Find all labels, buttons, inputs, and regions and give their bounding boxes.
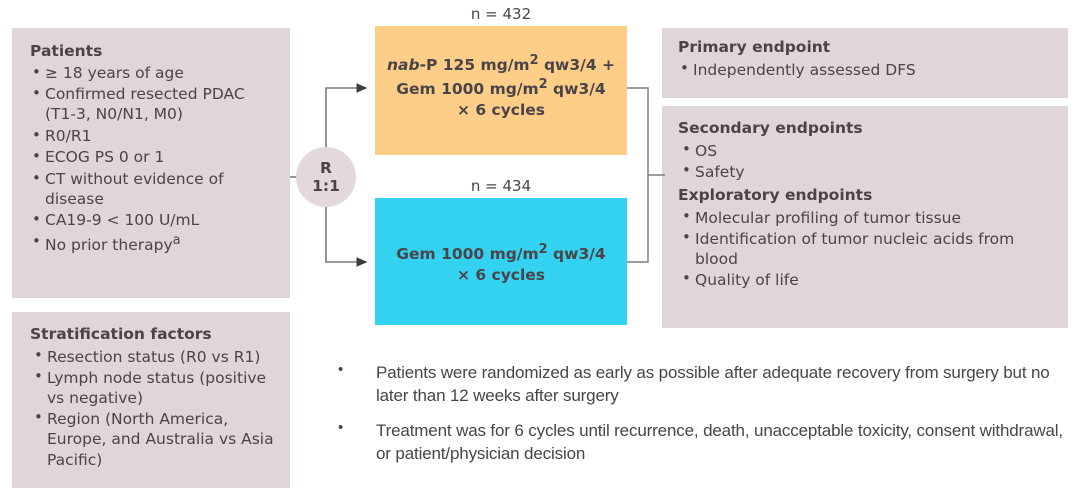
arm-bottom-line1: Gem 1000 mg/m [396, 245, 539, 264]
arrow-to-arm-top [325, 83, 368, 149]
study-notes: Patients were randomized as early as pos… [330, 360, 1070, 478]
arm-bottom-line1-sup: 2 [538, 242, 548, 258]
exploratory-endpoint-list: Molecular profiling of tumor tissue Iden… [678, 207, 1056, 291]
footnote-marker: a [172, 232, 181, 248]
primary-endpoint-list: Independently assessed DFS [678, 59, 1056, 80]
treatment-arm-top: nab-P 125 mg/m2 qw3/4 + Gem 1000 mg/m2 q… [375, 26, 627, 155]
exploratory-endpoint-title: Exploratory endpoints [678, 186, 873, 205]
patients-title: Patients [30, 42, 103, 60]
arm-top-line2: Gem 1000 mg/m [396, 80, 539, 99]
patients-box: Patients ≥ 18 years of age Confirmed res… [12, 28, 290, 298]
note-item: Patients were randomized as early as pos… [330, 360, 1070, 408]
arm-top-regimen: nab-P 125 mg/m2 qw3/4 + Gem 1000 mg/m2 q… [379, 52, 623, 120]
list-item: Resection status (R0 vs R1) [30, 346, 280, 367]
list-item: Confirmed resected PDAC (T1-3, N0/N1, M0… [30, 84, 276, 125]
list-item: CA19-9 < 100 U/mL [30, 210, 276, 231]
list-item: No prior therapya [30, 232, 276, 256]
arm-bottom-n-label: n = 434 [470, 177, 532, 195]
line-arms-merge [627, 87, 649, 263]
list-item: Independently assessed DFS [678, 59, 1056, 80]
list-item: CT without evidence of disease [30, 169, 276, 210]
list-item: ECOG PS 0 or 1 [30, 147, 276, 168]
list-item: R0/R1 [30, 126, 276, 147]
arm-top-line1-sup: 2 [529, 53, 539, 69]
list-item: OS [678, 140, 1056, 161]
randomization-label: R [320, 158, 332, 177]
arm-top-line2-sup: 2 [538, 77, 548, 93]
randomization-node: R 1:1 [296, 147, 356, 207]
treatment-arm-bottom: Gem 1000 mg/m2 qw3/4 × 6 cycles [375, 198, 627, 325]
primary-endpoint-box: Primary endpoint Independently assessed … [662, 28, 1068, 98]
list-item: ≥ 18 years of age [30, 63, 276, 84]
arm-top-line1-rest: -P 125 mg/m [419, 56, 530, 75]
arm-top-cycles: × 6 cycles [456, 100, 546, 119]
stratification-list: Resection status (R0 vs R1) Lymph node s… [30, 346, 280, 470]
arm-top-n-label: n = 432 [470, 5, 532, 23]
note-item: Treatment was for 6 cycles until recurre… [330, 418, 1070, 466]
randomization-ratio: 1:1 [312, 177, 340, 195]
list-item-text: No prior therapy [45, 235, 173, 254]
arm-bottom-line1-tail: qw3/4 [547, 245, 606, 264]
list-item: Region (North America, Europe, and Austr… [30, 408, 280, 469]
list-item: Lymph node status (positive vs negative) [30, 367, 280, 408]
arm-top-drug-italic: nab [386, 56, 420, 75]
arm-bottom-cycles: × 6 cycles [456, 266, 546, 285]
arrow-to-arm-bottom [325, 206, 368, 267]
arm-top-line2-tail: qw3/4 [547, 80, 606, 99]
arm-bottom-regimen: Gem 1000 mg/m2 qw3/4 × 6 cycles [388, 241, 613, 285]
secondary-endpoint-list: OS Safety [678, 140, 1056, 182]
list-item: Safety [678, 161, 1056, 182]
secondary-endpoint-box: Secondary endpoints OS Safety Explorator… [662, 106, 1068, 328]
stratification-box: Stratification factors Resection status … [12, 312, 290, 488]
primary-endpoint-title: Primary endpoint [678, 38, 831, 56]
list-item: Quality of life [678, 269, 1056, 290]
patients-criteria-list: ≥ 18 years of age Confirmed resected PDA… [30, 63, 276, 256]
stratification-title: Stratification factors [30, 325, 212, 343]
list-item: Molecular profiling of tumor tissue [678, 207, 1056, 228]
arm-top-line1-tail: qw3/4 + [538, 56, 615, 75]
list-item: Identification of tumor nucleic acids fr… [678, 228, 1056, 269]
secondary-endpoint-title: Secondary endpoints [678, 119, 863, 137]
